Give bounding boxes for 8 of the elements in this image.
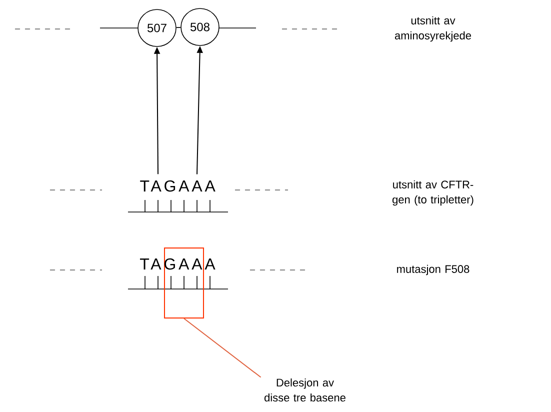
triplet-letters: AAA [178, 180, 216, 192]
chain-line [176, 27, 182, 28]
leader-line [184, 318, 262, 378]
triplet-letters: TAG [140, 180, 176, 192]
side-label: utsnitt av CFTR-gen (to tripletter) [392, 180, 474, 206]
callout-text: Delesjon av disse tre basene [264, 378, 346, 402]
side-label: mutasjon F508 [397, 264, 470, 276]
side-label: utsnitt av aminosyrekjede [394, 16, 472, 42]
